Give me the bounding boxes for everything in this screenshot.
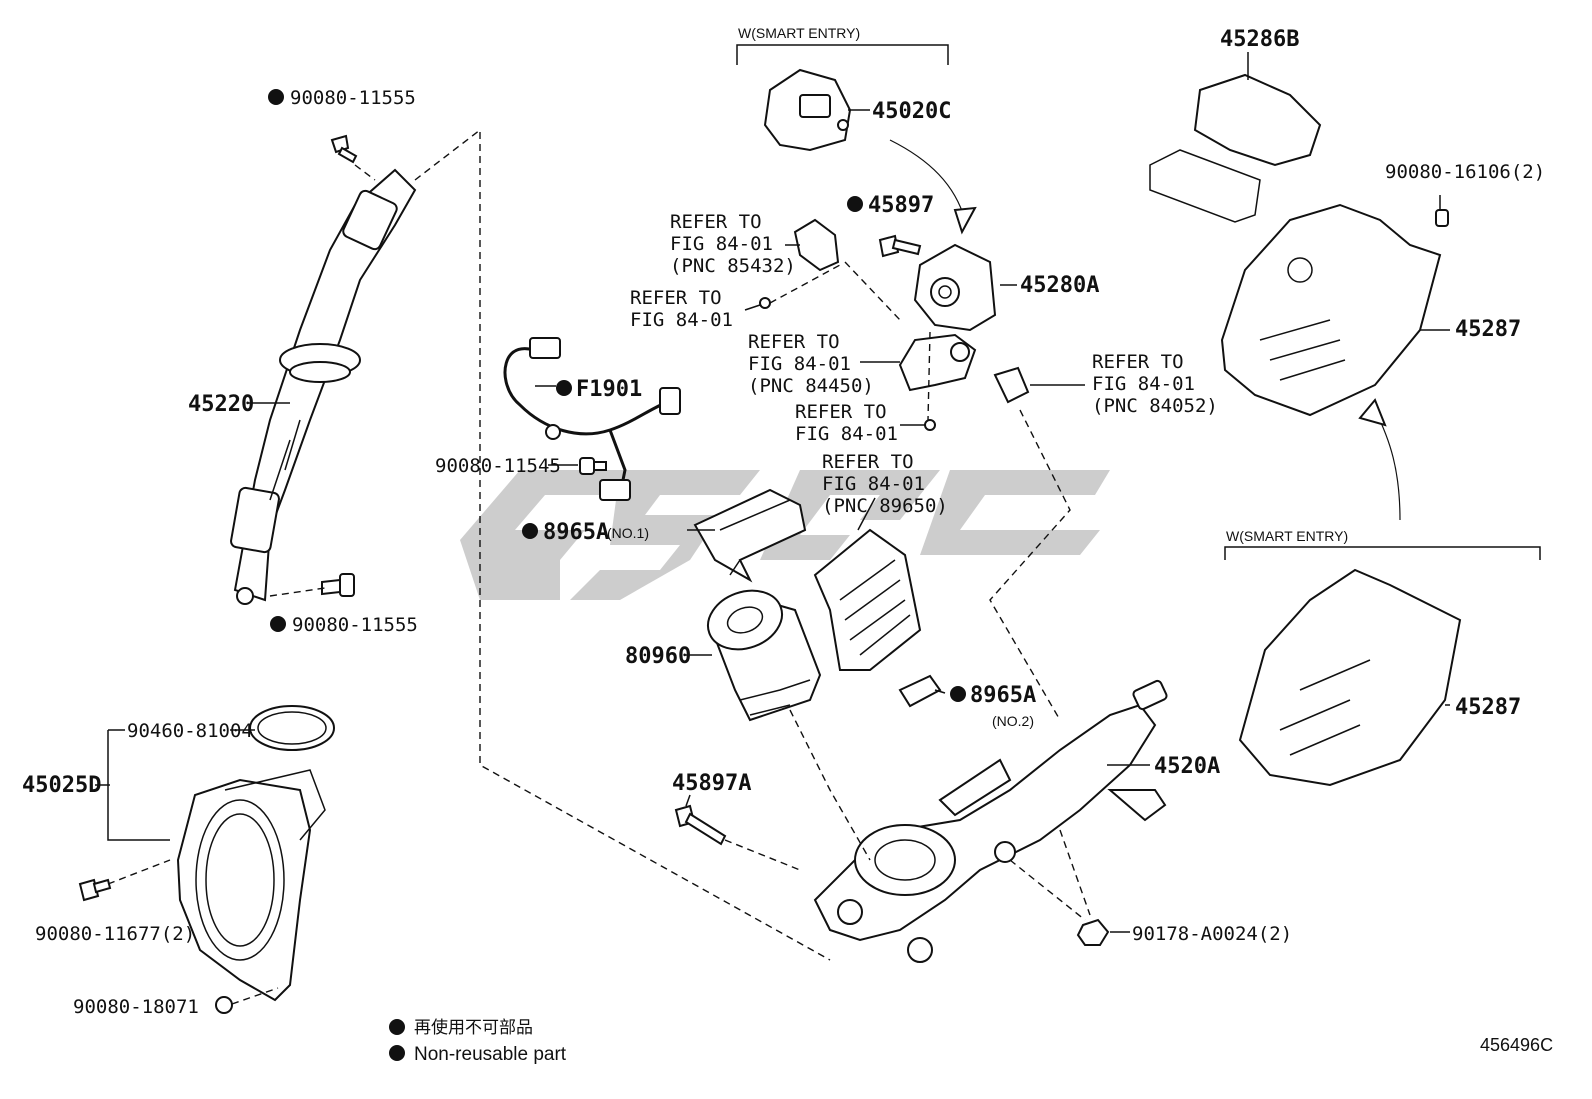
legend-en: Non-reusable part <box>414 1044 567 1065</box>
label-refer4-line1: REFER TO <box>795 401 887 423</box>
column-cover-lower-smart-45287 <box>1238 568 1462 787</box>
label-refer1-line2: FIG 84-01 <box>670 233 773 255</box>
bolt-icon <box>78 878 112 902</box>
label-45287-bottom: 45287 <box>1455 695 1521 720</box>
column-hole-cover-45025D <box>176 705 335 1002</box>
watermark-logo <box>460 470 1110 600</box>
motor-80960 <box>707 589 822 722</box>
steering-column-4520A <box>813 679 1168 963</box>
screw-icon <box>1435 209 1449 227</box>
screw-icon <box>924 419 936 431</box>
non-reusable-marker-icon <box>268 89 284 105</box>
label-90080-11555-bottom: 90080-11555 <box>292 614 418 636</box>
label-no1: (NO.1) <box>607 525 649 541</box>
bolt-icon <box>321 573 355 597</box>
non-reusable-marker-icon <box>556 380 572 396</box>
bracket-8965A-no2 <box>898 674 942 708</box>
non-reusable-marker-icon <box>950 686 966 702</box>
non-reusable-marker-icon <box>847 196 863 212</box>
legend-jp: 再使用不可部品 <box>414 1017 533 1037</box>
label-45280A: 45280A <box>1020 273 1099 298</box>
label-90080-11545: 90080-11545 <box>435 455 561 477</box>
label-refer4-line2: FIG 84-01 <box>795 423 898 445</box>
nut-icon <box>1076 918 1110 946</box>
label-80960: 80960 <box>625 644 691 669</box>
label-smart-entry-right: W(SMART ENTRY) <box>1226 528 1348 544</box>
label-90460-81004: 90460-81004 <box>127 720 253 742</box>
label-refer6-line2: FIG 84-01 <box>1092 373 1195 395</box>
bolt-icon <box>878 234 922 258</box>
label-90080-11677: 90080-11677(2) <box>35 923 195 945</box>
label-90080-18071: 90080-18071 <box>73 996 199 1018</box>
label-refer2-line1: REFER TO <box>630 287 722 309</box>
smart-entry-module-45020C <box>763 68 852 152</box>
bolt-icon <box>674 804 727 846</box>
sensor-84052 <box>993 366 1030 404</box>
nut-icon <box>215 996 233 1014</box>
label-45020C: 45020C <box>872 99 951 124</box>
label-90080-11555-top: 90080-11555 <box>290 87 416 109</box>
label-90178-A0024: 90178-A0024(2) <box>1132 923 1292 945</box>
label-refer5-line1: REFER TO <box>822 451 914 473</box>
non-reusable-marker-icon <box>270 616 286 632</box>
figure-code: 456496C <box>1480 1035 1553 1055</box>
label-8965A-no2: 8965A <box>970 683 1036 708</box>
label-refer3-line1: REFER TO <box>748 331 840 353</box>
label-45025D: 45025D <box>22 773 101 798</box>
ecu-module <box>813 528 922 671</box>
key-unlock-switch-84450 <box>898 333 977 392</box>
label-refer1-line3: (PNC 85432) <box>670 255 796 277</box>
label-45897A: 45897A <box>672 771 751 796</box>
column-cover-upper-45286B <box>1149 73 1322 223</box>
label-refer6-line3: (PNC 84052) <box>1092 395 1218 417</box>
label-4520A: 4520A <box>1154 754 1220 779</box>
label-refer6-line1: REFER TO <box>1092 351 1184 373</box>
intermediate-shaft-45220 <box>230 168 417 605</box>
label-45287-top: 45287 <box>1455 317 1521 342</box>
label-45220: 45220 <box>188 392 254 417</box>
bracket-8965A-no1 <box>693 488 807 583</box>
screw-icon <box>759 297 771 309</box>
label-F1901: F1901 <box>576 377 642 402</box>
label-8965A-no1: 8965A <box>543 520 609 545</box>
switch-85432 <box>793 218 840 272</box>
label-refer3-line2: FIG 84-01 <box>748 353 851 375</box>
label-smart-entry-top: W(SMART ENTRY) <box>738 25 860 41</box>
bolt-icon <box>330 134 358 164</box>
bolt-icon <box>579 457 607 475</box>
wire-harness-F1901 <box>503 337 681 501</box>
label-no2: (NO.2) <box>992 713 1034 729</box>
label-refer3-line3: (PNC 84450) <box>748 375 874 397</box>
label-refer5-line3: (PNC 89650) <box>822 495 948 517</box>
legend-marker-icon <box>389 1045 405 1061</box>
label-refer1-line1: REFER TO <box>670 211 762 233</box>
column-cover-lower-45287 <box>1220 203 1442 417</box>
label-refer5-line2: FIG 84-01 <box>822 473 925 495</box>
steering-lock-45280A <box>913 243 997 332</box>
label-45897: 45897 <box>868 193 934 218</box>
legend-marker-icon <box>389 1019 405 1035</box>
label-45286B: 45286B <box>1220 27 1299 52</box>
label-refer2-line2: FIG 84-01 <box>630 309 733 331</box>
label-90080-16106: 90080-16106(2) <box>1385 161 1545 183</box>
non-reusable-marker-icon <box>522 523 538 539</box>
